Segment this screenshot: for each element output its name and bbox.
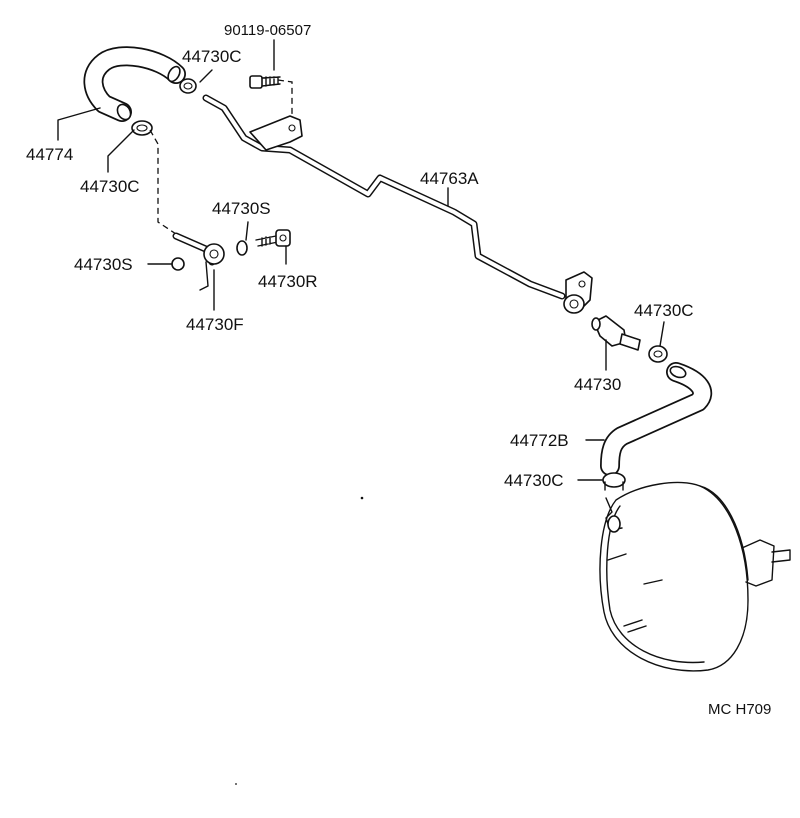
label-clamp-left: 44730C bbox=[80, 177, 140, 196]
label-clamp-top: 44730C bbox=[182, 47, 242, 66]
dash-hose-fitting bbox=[149, 129, 177, 235]
upper-hose-drawing bbox=[83, 46, 186, 122]
pipe-drawing bbox=[202, 94, 593, 314]
label-check-valve: 44730 bbox=[574, 375, 621, 394]
dash-bolt-bracket bbox=[277, 79, 293, 116]
label-gasket-upper: 44730S bbox=[212, 199, 271, 218]
lower-hose-drawing bbox=[600, 362, 713, 476]
gasket-left-drawing bbox=[171, 257, 185, 271]
brake-booster-drawing bbox=[599, 481, 791, 672]
label-gasket-left: 44730S bbox=[74, 255, 133, 274]
label-bolt-main: 90119-06507 bbox=[224, 22, 311, 39]
clamp-left-drawing bbox=[131, 120, 153, 136]
leader-lines bbox=[57, 39, 665, 481]
label-bolt-union: 44730R bbox=[258, 272, 318, 291]
gasket-upper-drawing bbox=[236, 240, 248, 256]
clamp-right-drawing bbox=[648, 345, 668, 363]
diagram-code: MC H709 bbox=[708, 701, 771, 718]
union-bolt-drawing bbox=[255, 229, 291, 247]
label-fitting: 44730F bbox=[186, 315, 244, 334]
label-clamp-lower: 44730C bbox=[504, 471, 564, 490]
clamp-top-drawing bbox=[179, 78, 197, 94]
label-clamp-right: 44730C bbox=[634, 301, 694, 320]
fitting-drawing bbox=[172, 232, 225, 291]
label-hose-upper: 44774 bbox=[26, 145, 73, 164]
clamp-lower-drawing bbox=[602, 472, 626, 491]
check-valve-drawing bbox=[591, 315, 641, 351]
bolt-main-drawing bbox=[249, 75, 281, 89]
label-pipe: 44763A bbox=[420, 169, 479, 188]
label-hose-lower: 44772B bbox=[510, 431, 569, 450]
